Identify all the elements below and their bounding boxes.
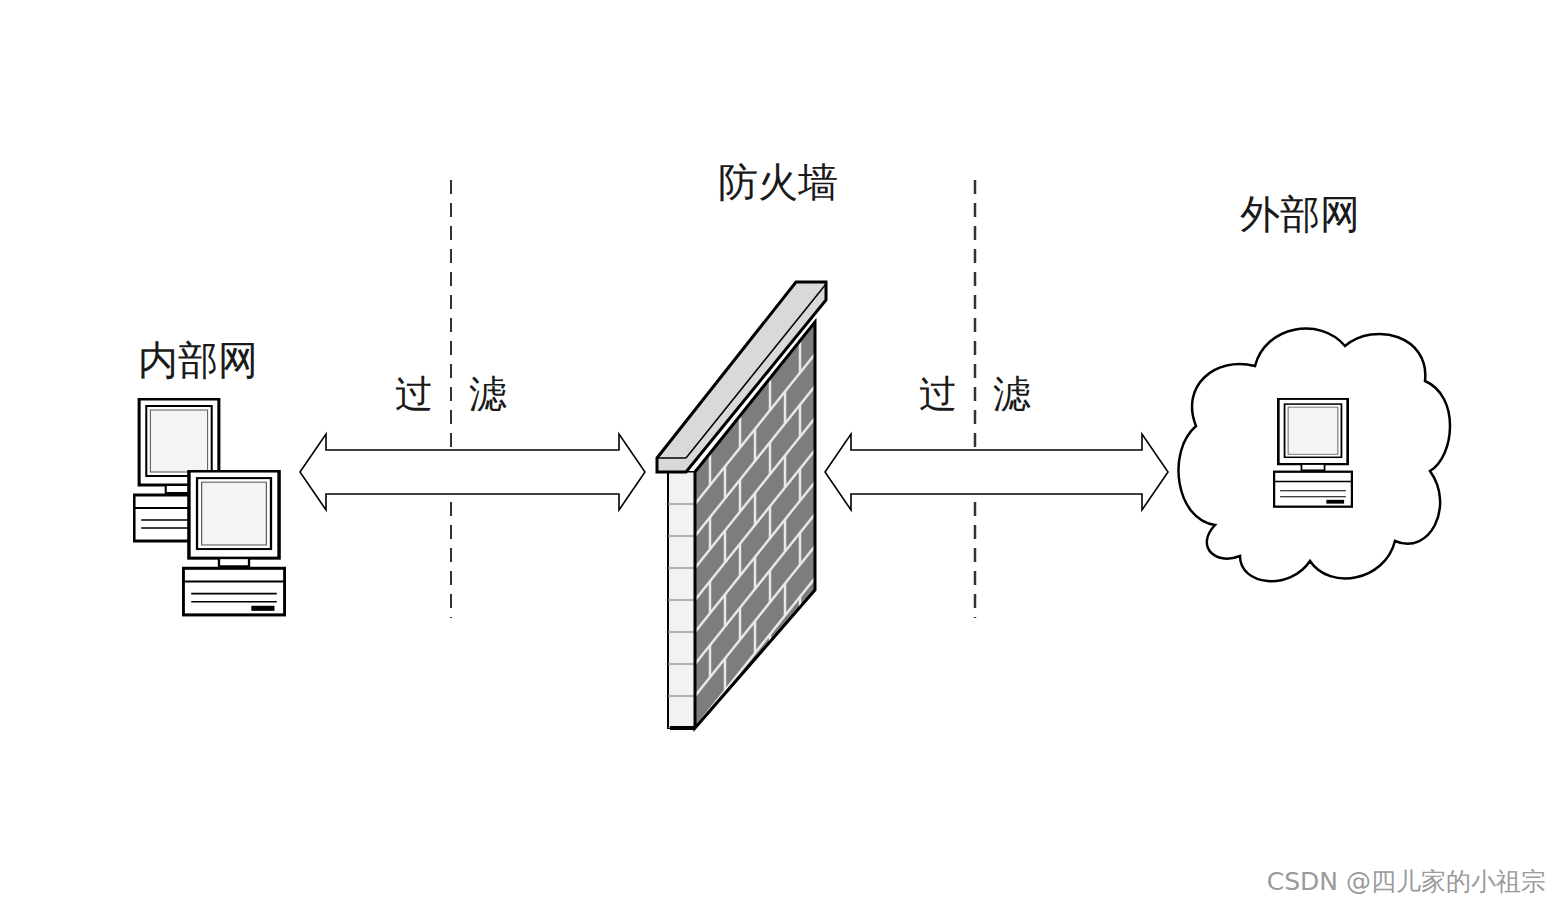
- brick-mortar: [668, 663, 695, 665]
- brick-mortar: [784, 584, 787, 616]
- brick-mortar: [784, 392, 787, 424]
- brick-mortar: [709, 453, 712, 485]
- brick-mortar: [668, 535, 695, 537]
- brick-mortar: [754, 685, 757, 717]
- watermark: CSDN @四儿家的小祖宗: [1267, 865, 1546, 898]
- brick-mortar: [799, 725, 802, 757]
- brick-mortar: [724, 531, 727, 563]
- brick-mortar: [724, 659, 727, 691]
- brick-mortar: [739, 608, 742, 640]
- brick-mortar: [739, 800, 742, 832]
- brick-mortar: [695, 738, 815, 888]
- brick-mortar: [769, 762, 772, 794]
- brick-mortar: [769, 570, 772, 602]
- brick-mortar: [739, 416, 742, 448]
- brick-mortar: [799, 405, 802, 437]
- brick-mortar: [799, 597, 802, 629]
- brick-mortar: [668, 567, 695, 569]
- brick-mortar: [709, 581, 712, 613]
- brick-mortar: [784, 648, 787, 680]
- cloud-outline: [1178, 329, 1450, 582]
- brick-mortar: [668, 503, 695, 505]
- brick-mortar: [784, 776, 787, 808]
- brick-mortar: [724, 467, 727, 499]
- filter-arrow: [825, 434, 1168, 510]
- brick-mortar: [709, 517, 712, 549]
- edge-label: 过 滤: [395, 374, 507, 416]
- brick-mortar: [739, 736, 742, 768]
- brick-mortar: [799, 533, 802, 565]
- brick-mortar: [784, 520, 787, 552]
- network-label: 内部网: [138, 338, 258, 382]
- brick-mortar: [799, 469, 802, 501]
- brick-mortar: [754, 813, 757, 845]
- filter-arrow: [300, 434, 645, 510]
- computer-icon: [1274, 399, 1352, 507]
- brick-mortar: [709, 773, 712, 805]
- brick-mortar: [695, 546, 815, 696]
- brick-mortar: [784, 456, 787, 488]
- brick-mortar: [695, 706, 815, 856]
- brick-mortar: [668, 631, 695, 633]
- brick-mortar: [799, 341, 802, 373]
- brick-mortar: [754, 557, 757, 589]
- firewall: 防火墙: [655, 160, 823, 730]
- brick-mortar: [668, 695, 695, 697]
- brick-mortar: [695, 674, 815, 824]
- brick-mortar: [769, 698, 772, 730]
- brick-mortar: [739, 544, 742, 576]
- brick-mortar: [709, 709, 712, 741]
- brick-mortar: [754, 493, 757, 525]
- brick-mortar: [724, 851, 727, 883]
- brick-mortar: [799, 661, 802, 693]
- computer-icon: [183, 471, 285, 615]
- brick-mortar: [739, 480, 742, 512]
- brick-mortar: [724, 787, 727, 819]
- brick-mortar: [769, 506, 772, 538]
- brick-mortar: [668, 599, 695, 601]
- brick-mortar: [784, 712, 787, 744]
- brick-mortar: [754, 621, 757, 653]
- brick-mortar: [695, 450, 815, 600]
- brick-mortar: [709, 645, 712, 677]
- edge-label: 过 滤: [919, 374, 1031, 416]
- brick-mortar: [695, 642, 815, 792]
- cloud-outline: [1172, 190, 1452, 590]
- brick-mortar: [695, 610, 815, 760]
- internal-network: 内部网: [128, 335, 290, 625]
- network-label: 外部网: [1240, 192, 1360, 236]
- brick-mortar: [724, 723, 727, 755]
- brick-mortar: [769, 442, 772, 474]
- brick-mortar: [724, 595, 727, 627]
- brick-mortar: [769, 378, 772, 410]
- brick-mortar: [668, 727, 695, 729]
- external-network: 外部网: [1172, 190, 1452, 590]
- network-label: 防火墙: [718, 160, 838, 204]
- brick-mortar: [709, 837, 712, 869]
- brick-mortar: [695, 514, 815, 664]
- brick-mortar: [754, 429, 757, 461]
- firewall-wall: [657, 282, 826, 888]
- brick-mortar: [754, 749, 757, 781]
